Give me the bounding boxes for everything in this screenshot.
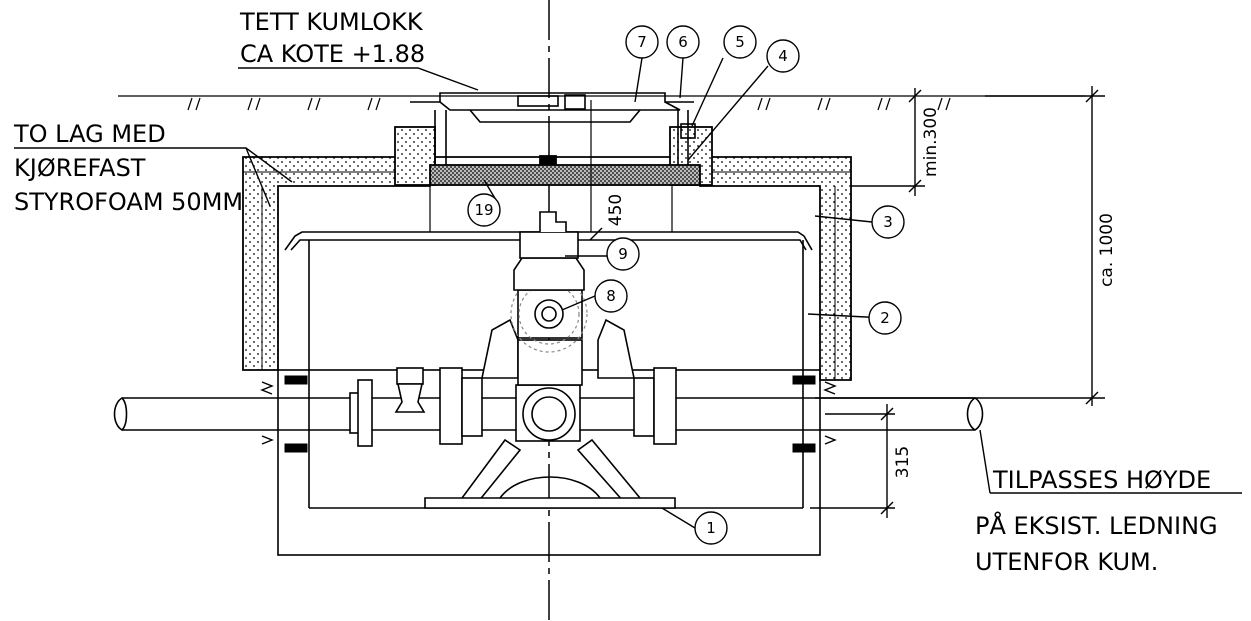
- item-number-1: 1: [706, 519, 716, 537]
- item-number-19: 19: [474, 201, 493, 219]
- item-numbers: 7 6 5 4 3 2 9 8 19 1: [474, 33, 892, 537]
- note-insulation-line-3: STYROFOAM 50MM: [14, 188, 243, 216]
- item-bubble-7: [625, 25, 659, 59]
- item-bubble-5: [723, 25, 757, 59]
- dim-450: 450: [606, 194, 626, 226]
- item-bubble-2: [868, 301, 902, 335]
- item-number-6: 6: [678, 33, 688, 51]
- note-adjust-line-1: TILPASSES HØYDE: [992, 466, 1211, 494]
- shaft-walls: [429, 100, 673, 232]
- item-number-7: 7: [637, 33, 647, 51]
- dim-total-depth: ca. 1000: [1097, 213, 1117, 287]
- item-bubble-4: [766, 39, 800, 73]
- item-number-4: 4: [778, 47, 788, 65]
- note-adjust-line-3: UTENFOR KUM.: [975, 548, 1158, 576]
- item-bubbles: [467, 25, 905, 545]
- item-bubble-9: [606, 237, 640, 271]
- leader-lines: [14, 57, 1242, 529]
- item-bubble-1: [694, 511, 728, 545]
- item-bubble-19: [467, 193, 501, 227]
- dim-315: 315: [893, 446, 913, 478]
- ground-surface: [118, 95, 1085, 111]
- note-insulation-line-1: TO LAG MED: [13, 120, 166, 148]
- note-cover-line-1: TETT KUMLOKK: [239, 8, 424, 36]
- cover-collar: [394, 126, 713, 186]
- dim-min-cover: min.300: [921, 107, 941, 177]
- item-bubble-8: [594, 279, 628, 313]
- wall-penetrations: [260, 375, 837, 453]
- item-number-5: 5: [735, 33, 745, 51]
- manhole-frame: [410, 92, 696, 165]
- item-number-8: 8: [606, 287, 616, 305]
- note-cover-line-2: CA KOTE +1.88: [240, 40, 425, 68]
- dimension-texts: min.300 ca. 1000 450 315: [606, 107, 1117, 478]
- notes: TETT KUMLOKK CA KOTE +1.88 TO LAG MED KJ…: [13, 8, 1218, 576]
- note-insulation-line-2: KJØREFAST: [14, 154, 146, 182]
- item-number-2: 2: [880, 309, 890, 327]
- item-number-3: 3: [883, 213, 893, 231]
- item-bubble-3: [871, 205, 905, 239]
- valve-assembly: [349, 211, 677, 509]
- item-bubble-6: [666, 25, 700, 59]
- note-adjust-line-2: PÅ EKSIST. LEDNING: [975, 511, 1218, 540]
- item-number-9: 9: [618, 245, 628, 263]
- dimension-lines: [589, 86, 1105, 518]
